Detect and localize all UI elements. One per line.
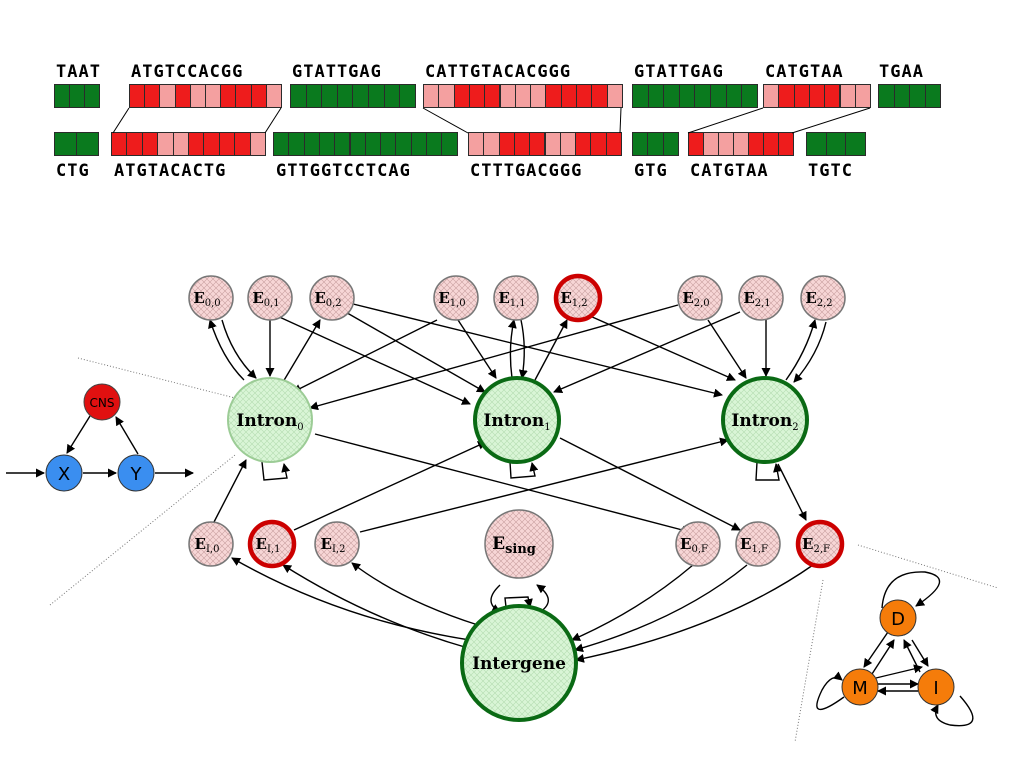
- exon-node: E0,1: [247, 275, 293, 321]
- svg-text:Esing: Esing: [492, 534, 536, 557]
- top-sequence-label: CATGTAA: [765, 62, 844, 82]
- bottom-sequence-label: TGTC: [808, 161, 853, 181]
- bottom-cell: [778, 132, 794, 156]
- svg-text:E2,0: E2,0: [682, 289, 709, 309]
- top-sequence-label: ATGTCCACGG: [131, 62, 244, 82]
- svg-text:E2,2: E2,2: [805, 289, 832, 309]
- svg-text:E0,F: E0,F: [680, 535, 708, 555]
- exon-node: E0,0: [188, 275, 234, 321]
- bottom-exon-nodes: EI,0 EI,1 EI,2 E0,F E1,F E2,F: [188, 519, 845, 569]
- y-node: [117, 454, 155, 492]
- i-node: [917, 668, 955, 706]
- svg-text:Intron0: Intron0: [236, 411, 303, 433]
- bottom-sequence-label: GTTGGTCCTCAG: [276, 161, 411, 181]
- top-exon-nodes: E0,0 E0,1 E0,2 E1,0 E1,1 E1,2 E2,0 E2,1 E2,2: [188, 273, 846, 323]
- e-sing-label: E: [492, 534, 505, 554]
- exon-node: E2,F: [795, 519, 845, 569]
- exon-node: E1,1: [493, 275, 539, 321]
- top-cell: [265, 84, 282, 108]
- bottom-cell: [76, 132, 99, 156]
- exon-node: EI,1: [247, 519, 297, 569]
- svg-text:E0,1: E0,1: [252, 289, 279, 309]
- exon-node: EI,2: [314, 521, 360, 567]
- top-cell: [741, 84, 758, 108]
- intron-1-node: Intron1: [473, 376, 561, 464]
- exon-node: E0,F: [675, 521, 721, 567]
- svg-text:EI,0: EI,0: [195, 535, 220, 555]
- svg-text:EI,2: EI,2: [321, 535, 346, 555]
- m-node: [841, 668, 879, 706]
- alignment-connectors: [112, 107, 871, 134]
- bottom-sequence-label: CATGTAA: [690, 161, 769, 181]
- exon-node: E2,2: [800, 275, 846, 321]
- svg-text:E1,2: E1,2: [560, 289, 587, 309]
- exon-node: E2,1: [738, 275, 784, 321]
- intron-1-label: Intron: [483, 411, 544, 431]
- top-cell: [606, 84, 623, 108]
- svg-text:E2,1: E2,1: [743, 289, 770, 309]
- svg-text:E1,1: E1,1: [498, 289, 525, 309]
- exon-node: E1,F: [735, 521, 781, 567]
- bottom-sequence-label: GTG: [634, 161, 668, 181]
- intergene-label: Intergene: [472, 654, 566, 674]
- top-cell: [854, 84, 872, 108]
- top-cell: [924, 84, 941, 108]
- exon-node: E0,2: [309, 275, 355, 321]
- exon-node: EI,0: [188, 521, 234, 567]
- top-sequence-label: TAAT: [56, 62, 101, 82]
- m-label: M: [852, 678, 868, 699]
- top-sequence-label: CATTGTACACGGG: [425, 62, 572, 82]
- bottom-sequence-label: CTTTGACGGG: [470, 161, 583, 181]
- exon-node: E1,0: [433, 275, 479, 321]
- bottom-sequence-label: ATGTACACTG: [114, 161, 227, 181]
- svg-text:Intron1: Intron1: [483, 411, 550, 433]
- intergene-node: Intergene: [460, 604, 578, 722]
- top-cell: [399, 84, 416, 108]
- intron-2-node: Intron2: [721, 376, 809, 464]
- bottom-sequence-label: CTG: [56, 161, 90, 181]
- bottom-cell: [605, 132, 622, 156]
- cns-node: [83, 383, 121, 421]
- svg-text:E1,F: E1,F: [740, 535, 768, 555]
- cns-graph: CNS X Y: [6, 383, 194, 492]
- cns-label: CNS: [90, 396, 115, 410]
- top-sequence-label: TGAA: [879, 62, 924, 82]
- i-label: I: [933, 678, 938, 699]
- exon-node: E1,2: [553, 273, 603, 323]
- bottom-cell: [662, 132, 679, 156]
- x-node: [45, 454, 83, 492]
- svg-text:E0,0: E0,0: [193, 289, 220, 309]
- top-sequence-label: GTATTGAG: [634, 62, 724, 82]
- bottom-cell: [441, 132, 458, 156]
- bottom-cell: [845, 132, 866, 156]
- intron-2-label: Intron: [731, 411, 792, 431]
- y-label: Y: [130, 464, 143, 485]
- intron-0-label: Intron: [236, 411, 297, 431]
- svg-text:E0,2: E0,2: [314, 289, 341, 309]
- zoom-wedge-lines: [49, 357, 999, 743]
- svg-text:E2,F: E2,F: [802, 535, 830, 555]
- d-node: [879, 599, 917, 637]
- svg-text:E1,0: E1,0: [438, 289, 465, 309]
- dmi-graph: D M I: [816, 571, 974, 727]
- top-cell: [84, 84, 100, 108]
- bottom-cell: [249, 132, 266, 156]
- exon-node: E2,0: [677, 275, 723, 321]
- svg-text:Intron2: Intron2: [731, 411, 798, 433]
- d-label: D: [891, 609, 905, 630]
- top-sequence-label: GTATTGAG: [292, 62, 382, 82]
- hmm-edges: [208, 301, 827, 663]
- intron-0-node: Intron0: [227, 377, 313, 463]
- x-label: X: [58, 464, 70, 485]
- e-sing-node: Esing: [484, 509, 554, 579]
- svg-text:EI,1: EI,1: [256, 535, 281, 555]
